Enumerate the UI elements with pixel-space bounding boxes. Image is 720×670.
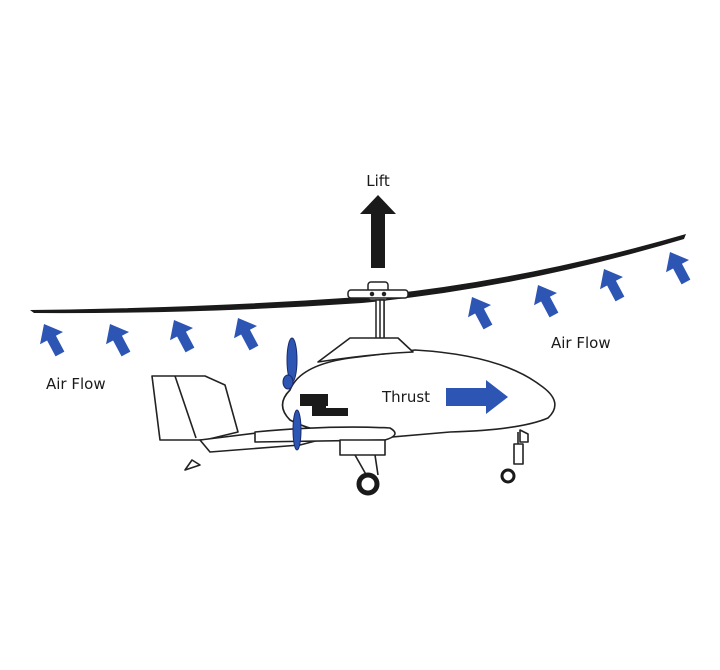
lift-label: Lift (366, 172, 390, 190)
air-flow-label-right: Air Flow (551, 334, 611, 352)
air-flow-arrow (98, 317, 138, 361)
thrust-arrow (446, 380, 508, 414)
air-flow-arrow (226, 311, 266, 355)
air-flow-arrow (460, 290, 500, 334)
air-flow-arrow (162, 313, 202, 357)
air-flow-arrow (592, 262, 632, 306)
air-flow-arrow (658, 245, 698, 289)
thrust-label: Thrust (381, 388, 430, 406)
main-wheel (356, 472, 380, 496)
propeller (282, 337, 302, 451)
air-flow-arrows-left (32, 311, 266, 361)
lift-arrow (360, 195, 396, 268)
autogyro-body (151, 337, 556, 479)
air-flow-arrow (526, 278, 566, 322)
rotor-hub (347, 281, 409, 341)
rotor-blade (30, 234, 686, 314)
engine (300, 394, 348, 416)
air-flow-arrow (32, 317, 72, 361)
air-flow-arrows-right (460, 245, 698, 334)
nose-wheel (500, 468, 516, 484)
air-flow-label-left: Air Flow (46, 375, 106, 393)
